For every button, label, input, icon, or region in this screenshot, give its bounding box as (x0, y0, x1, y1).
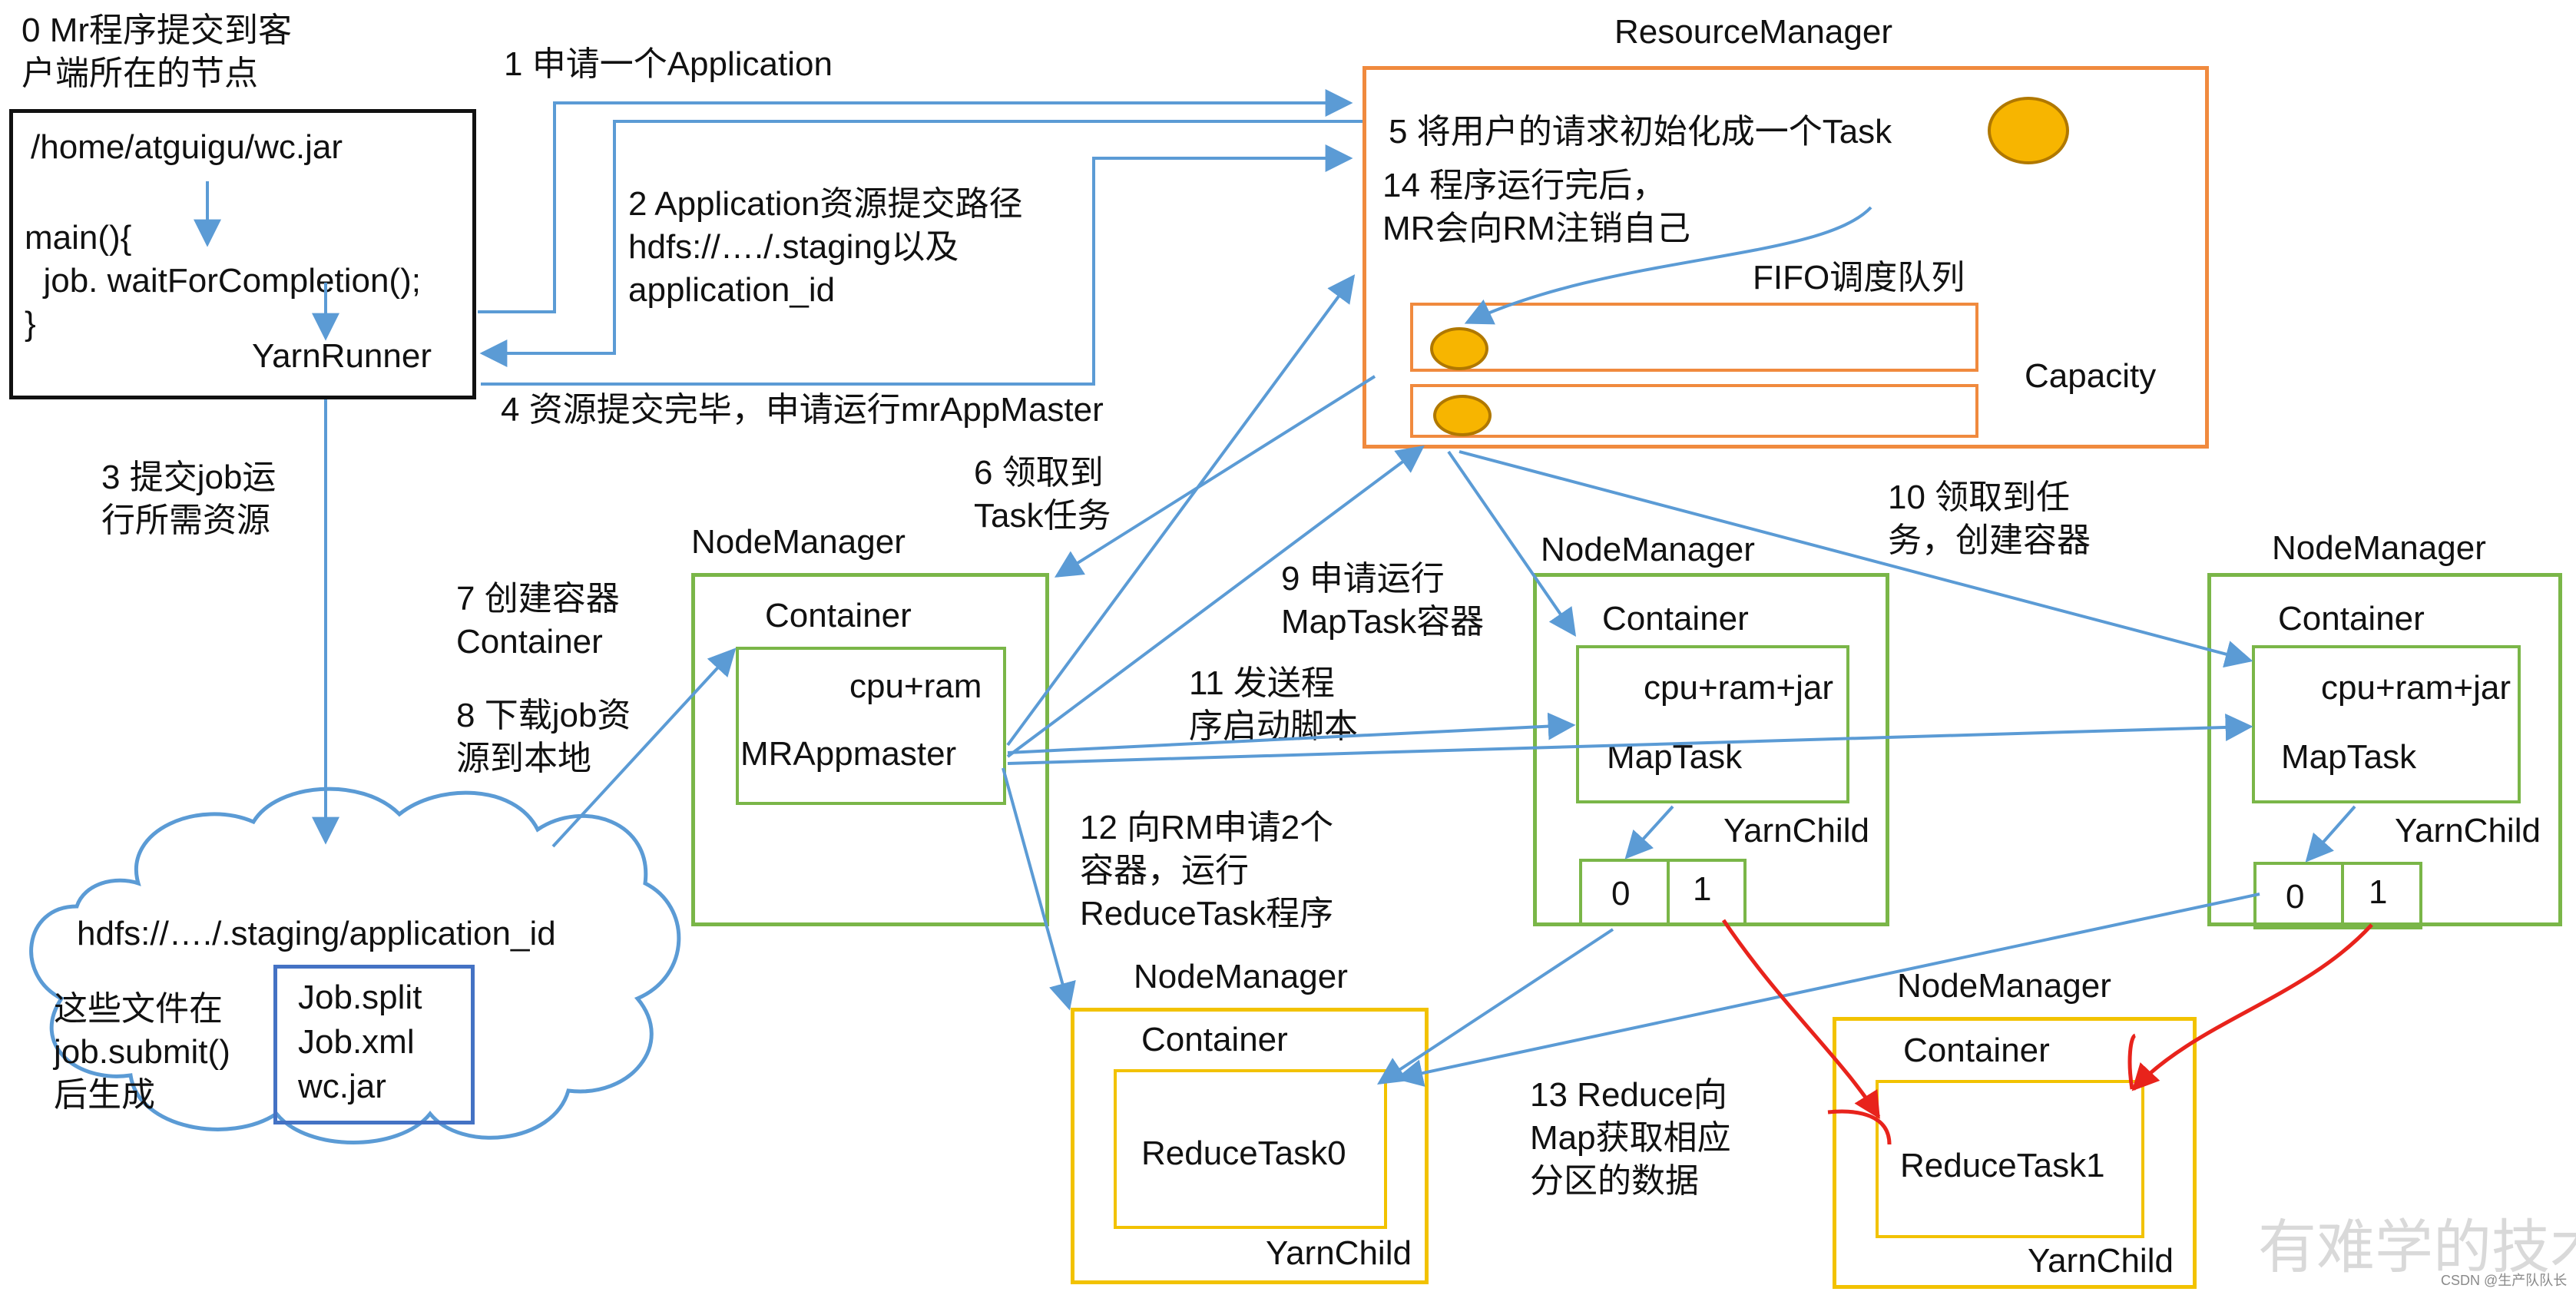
nm-map2-resources: cpu+ram+jar (2321, 669, 2511, 707)
client-caption: 0 Mr程序提交到客 户端所在的节点 (22, 12, 292, 92)
nm-reduce0-container-label: Container (1141, 1021, 1288, 1058)
nm-app-container (736, 647, 1006, 805)
yarn-runner-label: YarnRunner (252, 337, 432, 375)
nm-reduce0-container (1114, 1069, 1387, 1229)
main-code: main(){ job. waitForCompletion(); } (25, 219, 421, 343)
step-3-label: 3 提交job运 行所需资源 (101, 459, 276, 539)
watermark-text: 有难学的技术 (2258, 1213, 2576, 1281)
nm-map2-partition-0-label: 0 (2286, 878, 2305, 916)
nm-reduce0-title: NodeManager (1134, 958, 1348, 995)
init-task-text: 5 将用户的请求初始化成一个Task (1389, 113, 1892, 151)
client-node (9, 109, 476, 399)
nm-reduce1-container-label: Container (1903, 1032, 2050, 1069)
nm-app-resources: cpu+ram (849, 667, 982, 705)
nm-map2-container (2252, 645, 2521, 803)
nm-map2-partition-1 (2341, 862, 2422, 929)
nm-map1-partition-0-label: 0 (1611, 875, 1631, 912)
nm-map1-container-label: Container (1602, 600, 1749, 638)
nm-map1-maptask: MapTask (1607, 738, 1743, 776)
nm-reduce0-yarnchild: YarnChild (1266, 1234, 1412, 1272)
mrappmaster-label: MRAppmaster (740, 735, 957, 773)
nm-map1-yarnchild: YarnChild (1723, 812, 1869, 850)
watermark-credit: CSDN @生产队队长 (2441, 1273, 2568, 1288)
nm-map1-resources: cpu+ram+jar (1644, 669, 1834, 707)
step-1-label: 1 申请一个Application (504, 45, 833, 83)
hdfs-note: 这些文件在 job.submit() 后生成 (54, 990, 230, 1114)
nm-reduce1-container (1876, 1080, 2144, 1238)
queue-row-2 (1410, 384, 1978, 438)
nm-map2-partition-1-label: 1 (2369, 873, 2388, 911)
hdfs-files: Job.split Job.xml wc.jar (298, 979, 422, 1105)
resource-manager-box (1362, 66, 2209, 449)
step-12-label: 12 向RM申请2个 容器，运行 ReduceTask程序 (1080, 809, 1334, 932)
hdfs-files-box (273, 965, 475, 1124)
capacity-label: Capacity (2025, 357, 2157, 395)
nm-map2-yarnchild: YarnChild (2395, 812, 2541, 850)
nm-reduce1-yarnchild: YarnChild (2028, 1242, 2174, 1280)
nm-map2-title: NodeManager (2272, 529, 2486, 567)
nm-map1-title: NodeManager (1541, 531, 1755, 568)
reduce-task-1-label: ReduceTask1 (1900, 1147, 2105, 1184)
hdfs-path: hdfs://…./.staging/application_id (77, 915, 556, 952)
resource-manager-title: ResourceManager (1614, 13, 1892, 51)
nm-reduce0-box (1071, 1008, 1429, 1284)
task-dot (1988, 97, 2069, 164)
nm-map2-maptask: MapTask (2281, 738, 2417, 776)
queue-dot-2 (1433, 395, 1492, 436)
reduce-task-0-label: ReduceTask0 (1141, 1134, 1346, 1172)
queue-dot-1 (1430, 327, 1488, 370)
nm-app-container-label: Container (765, 597, 912, 634)
nm-map2-container-label: Container (2278, 600, 2425, 638)
nm-app-title: NodeManager (691, 523, 906, 561)
nm-reduce1-title: NodeManager (1897, 967, 2111, 1005)
nm-map1-partition-1-label: 1 (1693, 870, 1712, 908)
jar-path: /home/atguigu/wc.jar (31, 128, 343, 166)
